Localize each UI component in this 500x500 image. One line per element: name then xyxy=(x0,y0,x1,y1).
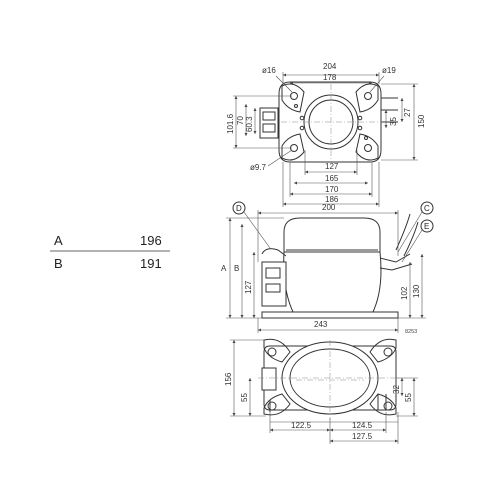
top-electrical-box xyxy=(259,107,279,139)
top-rivet xyxy=(299,125,305,131)
label-a: A xyxy=(221,264,227,273)
dim-150: 150 xyxy=(417,114,426,128)
bottom-hole xyxy=(383,401,393,411)
reference-number: 8253 xyxy=(405,329,417,335)
table-label-b: B xyxy=(54,256,63,271)
dim-102: 102 xyxy=(400,286,409,300)
bottom-foot-tl xyxy=(263,338,291,363)
dim-o16: ø16 xyxy=(262,66,276,75)
table-value-a: 196 xyxy=(140,233,162,248)
top-rivet xyxy=(294,104,298,108)
top-view: 204 178 ø16 ø19 101.6 70 60.3 35 27 150 … xyxy=(226,62,426,207)
leader-line xyxy=(275,75,293,93)
table-value-b: 191 xyxy=(140,256,162,271)
dim-243: 243 xyxy=(314,320,328,329)
top-foot-left xyxy=(281,83,305,113)
dim-o9-7: ø9.7 xyxy=(250,163,267,172)
dim-127-5: 127.5 xyxy=(352,432,373,441)
side-terminal xyxy=(265,283,281,293)
dim-165: 165 xyxy=(325,174,339,183)
callout-circle-e xyxy=(420,219,434,233)
leader-line xyxy=(397,211,423,253)
callout-circle-d xyxy=(232,201,246,215)
top-rivet xyxy=(299,115,305,121)
dim-130: 130 xyxy=(412,284,421,298)
top-hole-br xyxy=(364,144,372,152)
side-tube-e-upper xyxy=(403,221,419,257)
callout-d: D xyxy=(236,204,242,213)
dim-o19: ø19 xyxy=(382,66,396,75)
top-terminal xyxy=(262,111,276,121)
dim-186: 186 xyxy=(325,195,339,204)
dim-127-top: 127 xyxy=(325,162,339,171)
dim-32: 32 xyxy=(392,385,401,394)
side-tube-c xyxy=(379,253,411,263)
side-body xyxy=(283,251,382,315)
dim-55-right: 55 xyxy=(404,393,413,402)
label-b: B xyxy=(234,264,239,273)
top-rivet xyxy=(357,115,363,121)
dim-178: 178 xyxy=(323,73,337,82)
side-tube-c-upper xyxy=(395,213,411,251)
callout-c: C xyxy=(424,204,430,213)
side-view: D C E 200 A B 127 102 130 243 8253 xyxy=(221,201,434,335)
top-rivet xyxy=(364,136,368,140)
top-hole-tr xyxy=(364,92,372,100)
dim-127-side: 127 xyxy=(244,280,253,294)
top-terminal xyxy=(262,123,276,133)
dim-70: 70 xyxy=(236,116,245,125)
dimension-table: A 196 B 191 xyxy=(50,233,170,271)
top-base-plate xyxy=(278,81,382,163)
dim-170: 170 xyxy=(325,185,339,194)
top-rivet xyxy=(357,125,363,131)
top-foot-bl xyxy=(281,133,305,161)
dim-55-left: 55 xyxy=(240,393,249,402)
callout-e: E xyxy=(424,222,429,231)
dim-124-5: 124.5 xyxy=(352,421,373,430)
bottom-hole xyxy=(267,401,277,411)
dim-35: 35 xyxy=(389,117,398,126)
bottom-terminal-box xyxy=(261,367,277,391)
dim-60-3: 60.3 xyxy=(245,116,254,132)
side-terminal xyxy=(265,267,281,279)
dim-200: 200 xyxy=(322,203,336,212)
dim-101-6: 101.6 xyxy=(226,113,235,134)
callout-circle-c xyxy=(420,201,434,215)
bottom-foot-tr xyxy=(369,338,397,363)
leader-line xyxy=(267,149,293,167)
side-tube-d xyxy=(261,248,287,257)
leader-line xyxy=(369,75,385,93)
bottom-foot-bl xyxy=(263,393,291,416)
bottom-hole xyxy=(383,347,393,357)
leader-line xyxy=(401,229,423,263)
side-base-plate xyxy=(261,311,399,319)
bottom-view: 156 55 32 55 122.5 124.5 127.5 xyxy=(224,338,418,444)
dim-122-5: 122.5 xyxy=(291,421,312,430)
top-foot-right xyxy=(355,83,379,113)
table-label-a: A xyxy=(54,233,63,248)
top-foot-br xyxy=(355,133,379,161)
leader-line xyxy=(243,211,271,249)
dim-156: 156 xyxy=(224,372,233,386)
bottom-hole xyxy=(267,347,277,357)
dim-204: 204 xyxy=(323,62,337,71)
dim-27: 27 xyxy=(403,108,412,117)
side-dome xyxy=(283,217,381,253)
side-tube-e xyxy=(379,263,413,271)
